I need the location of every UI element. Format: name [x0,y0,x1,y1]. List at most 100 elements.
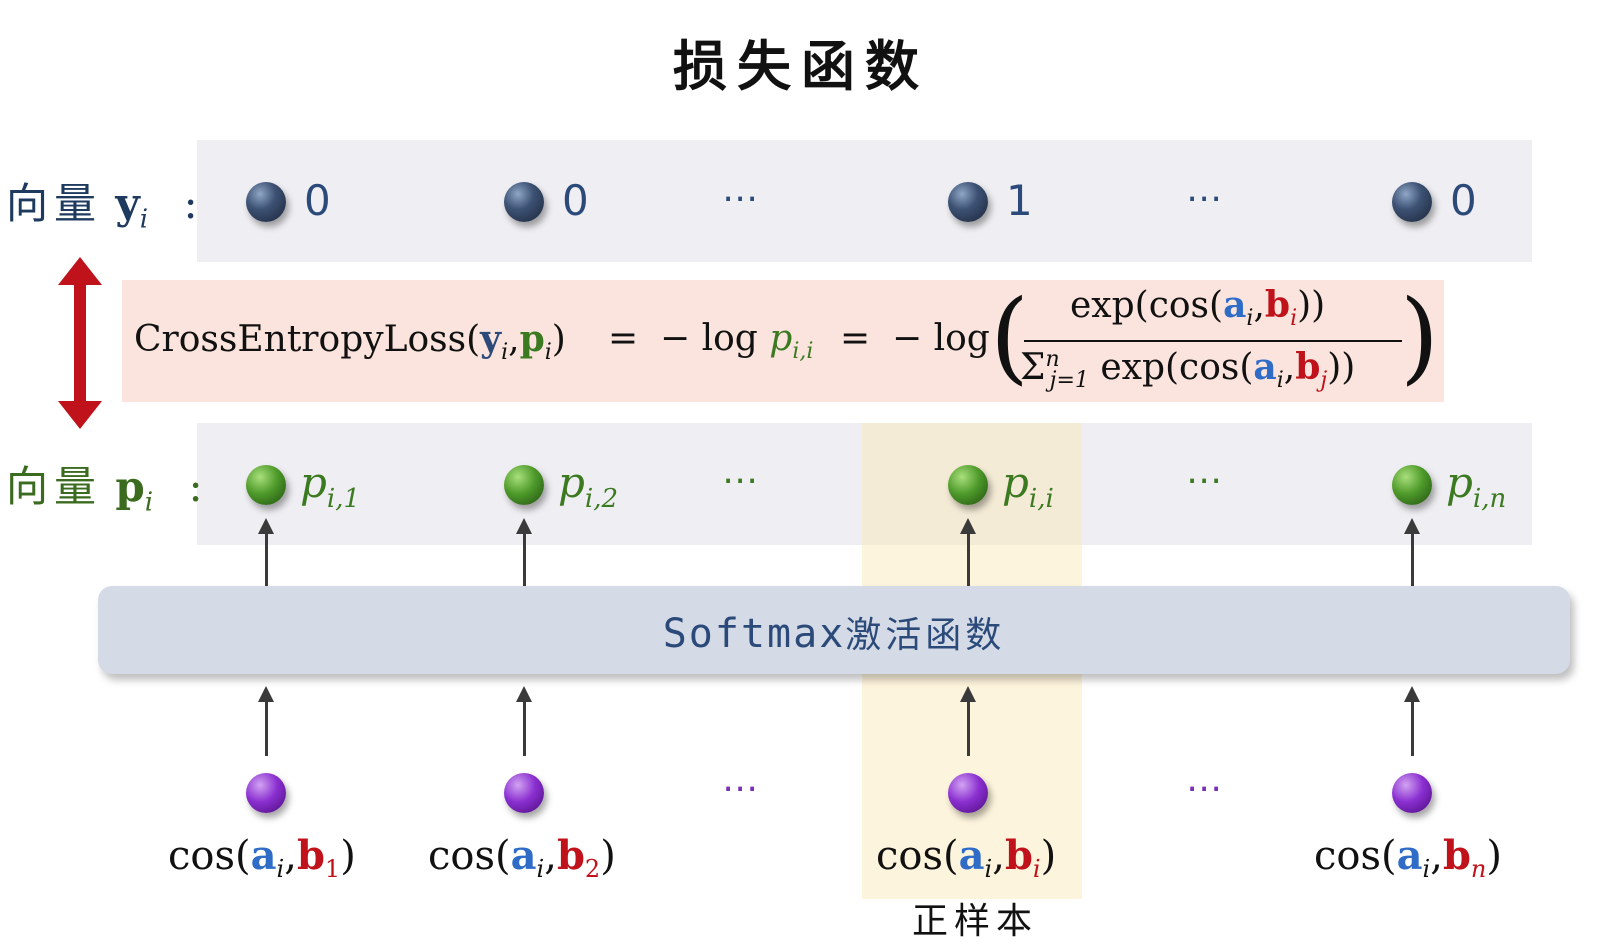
formula-neglog2: − log [892,318,990,359]
cosn-b-sub: n [1470,855,1487,883]
cos3-close: ) [1040,833,1057,879]
formula-den-sum: Σ [1020,347,1046,388]
p-ellipsis-2: ⋯ [1186,460,1226,501]
y-label-var: y [115,179,140,228]
y-value-1: 0 [304,176,331,225]
cos1-close: ) [340,833,356,879]
formula-rparen: ) [1400,278,1440,395]
arrow-up-icon [1404,518,1420,534]
y-ellipsis-2: ⋯ [1186,178,1226,219]
cosn-comma: , [1430,833,1443,879]
cos1-a-sub: i [276,855,285,883]
formula-pii: p [769,318,793,359]
formula-eq1: = [608,318,639,359]
p-value-1: pi,1 [300,458,360,514]
cosn-b: b [1442,832,1471,879]
formula-den-b-sub: j [1320,368,1328,393]
p-label-cn: 向量 [6,462,103,511]
softmax-label-en: Softmax [662,611,846,657]
cos2-a-sub: i [536,855,545,883]
positive-sample-label: 正样本 [912,901,1039,942]
y-value-4: 0 [1450,176,1477,225]
p-value-1-sub: i,1 [326,484,361,514]
y-vector-label: 向量 yi : [6,170,198,234]
cos-input-2: cos(ai,b2) [428,832,616,883]
softmax-layer: Softmax激活函数 [98,586,1570,674]
cos1-b: b [296,832,325,879]
formula-close: ) [551,319,566,360]
input-ball-1 [246,773,286,813]
formula-num-b-sub: i [1290,306,1298,331]
cos2-close: ) [600,833,616,879]
y-ellipsis-1: ⋯ [722,178,762,219]
p-value-3-sub: i,i [1028,484,1054,514]
p-value-1-base: p [300,458,327,507]
p-value-4-base: p [1446,458,1473,507]
formula-y-sub: i [501,340,509,365]
y-value-3: 1 [1006,176,1033,225]
formula-numerator: exp(cos(ai,bi)) [1070,284,1325,331]
p-vector-band [197,423,1532,545]
formula-lparen: ( [990,278,1030,395]
y-label-cn: 向量 [6,179,103,228]
cos2-b: b [556,832,585,879]
formula-y: y [480,318,502,360]
cos3-comma: , [992,833,1005,879]
y-ball-3 [948,182,988,222]
cos2-comma: , [544,833,557,879]
cos2-b-sub: 2 [584,855,601,883]
formula-lhs-name: CrossEntropyLoss( [134,319,481,360]
arrow-line [967,700,970,756]
arrow-line [523,700,526,756]
p-label-colon: : [188,462,203,511]
formula-neglog1: − log [660,318,758,359]
formula-den-b: b [1295,346,1321,388]
page-title: 损失函数 [673,35,929,98]
softmax-label-cn: 激活函数 [845,615,1006,656]
cos3-prefix: cos( [876,833,959,879]
y-vector-band [197,140,1532,262]
cos1-prefix: cos( [168,833,251,879]
p-value-4-sub: i,n [1472,484,1507,514]
formula-denominator: Σnj=1 exp(cos(ai,bj)) [1020,346,1355,393]
cos-input-1: cos(ai,b1) [168,832,356,883]
p-label-var: p [115,462,145,511]
y-value-2: 0 [562,176,589,225]
arrow-up-icon [258,686,274,702]
input-ball-4 [1392,773,1432,813]
y-label-sub: i [139,204,149,235]
p-ball-4 [1392,465,1432,505]
arrow-up-icon [516,686,532,702]
cos2-prefix: cos( [428,833,511,879]
arrow-line [1411,700,1414,756]
input-ball-3 [948,773,988,813]
formula-num-a-sub: i [1246,306,1254,331]
arrow-up-icon [516,518,532,534]
y-ball-4 [1392,182,1432,222]
formula-comma: , [508,319,520,360]
p-ball-2 [504,465,544,505]
cos1-a: a [250,832,277,879]
y-ball-2 [504,182,544,222]
p-value-4: pi,n [1446,458,1506,514]
y-ball-1 [246,182,286,222]
cosn-close: ) [1486,833,1502,879]
formula-pii-sub: i,i [792,339,814,364]
cos2-a: a [510,832,537,879]
arrow-up-icon [960,686,976,702]
formula-den-sum-sup: n [1045,347,1060,372]
p-value-2-sub: i,2 [584,484,619,514]
formula-den-a-sub: i [1276,368,1284,393]
arrow-line [1411,532,1414,586]
p-label-sub: i [144,487,154,518]
formula-den-sum-sub: j=1 [1049,368,1089,393]
cosn-a: a [1396,832,1423,879]
cos3-b: b [1004,832,1033,879]
formula-neglog1-group: − log pi,i [660,318,813,364]
arrow-line [265,700,268,756]
y-label-colon: : [183,179,198,228]
cosn-prefix: cos( [1314,833,1397,879]
input-ellipsis-2: ⋯ [1186,768,1226,809]
cos1-comma: , [284,833,297,879]
formula-den-exp: exp(cos( [1100,347,1254,388]
